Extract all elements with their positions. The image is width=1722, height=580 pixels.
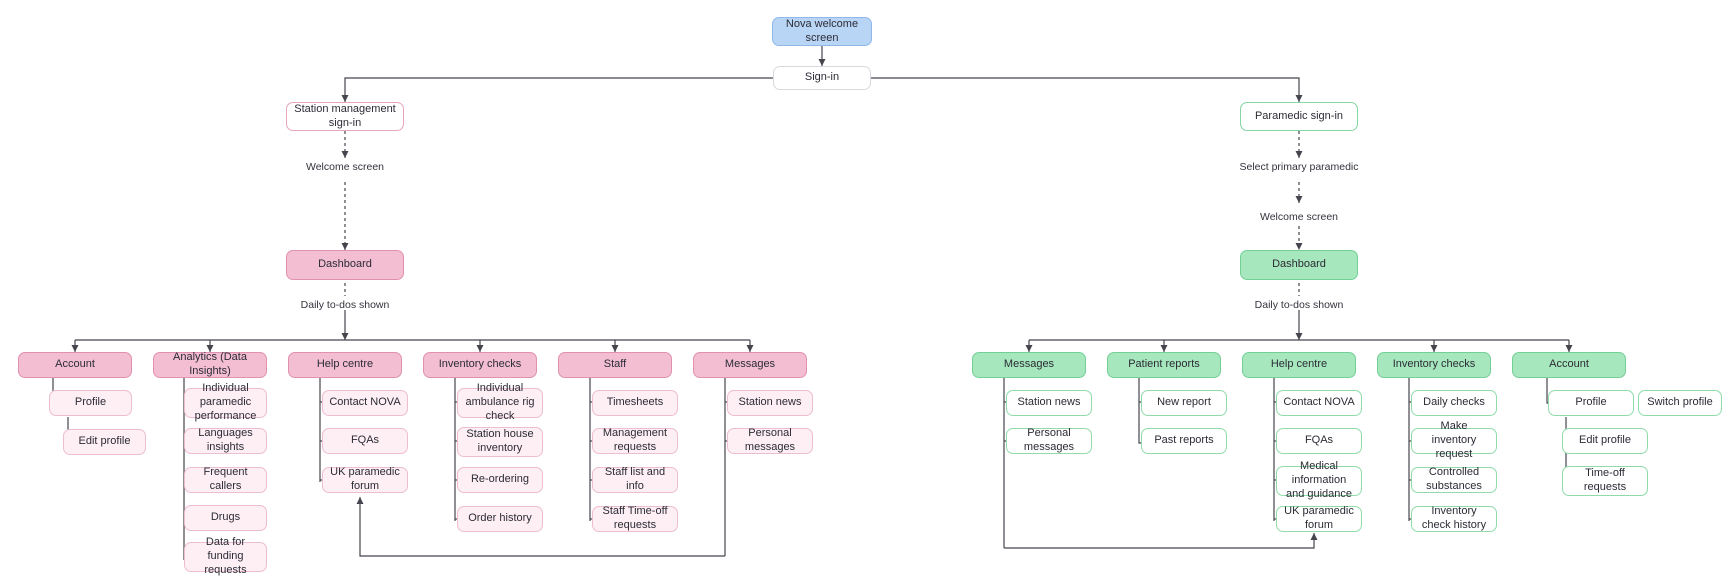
node-left-uk-paramedic-forum[interactable]: UK paramedic forum (322, 466, 408, 493)
node-left-fqas[interactable]: FQAs (322, 428, 408, 454)
node-left-individual-paramedic-performance[interactable]: Individual paramedic performance (184, 382, 267, 422)
edge-label-select-primary-paramedic: Select primary paramedic (1239, 161, 1359, 173)
node-left-analytics[interactable]: Analytics (Data Insights) (153, 351, 267, 378)
node-right-past-reports[interactable]: Past reports (1141, 428, 1227, 454)
node-left-frequent-callers[interactable]: Frequent callers (184, 466, 267, 493)
node-left-messages[interactable]: Messages (693, 352, 807, 378)
node-right-uk-paramedic-forum[interactable]: UK paramedic forum (1276, 505, 1362, 532)
node-right-patient-reports[interactable]: Patient reports (1107, 352, 1221, 378)
node-right-contact-nova[interactable]: Contact NOVA (1276, 390, 1362, 416)
node-right-switch-profile[interactable]: Switch profile (1638, 390, 1722, 416)
node-left-staff[interactable]: Staff (558, 352, 672, 378)
node-left-contact-nova[interactable]: Contact NOVA (322, 390, 408, 416)
node-left-station-house-inventory[interactable]: Station house inventory (457, 427, 543, 457)
node-right-fqas[interactable]: FQAs (1276, 428, 1362, 454)
node-left-help-centre[interactable]: Help centre (288, 352, 402, 378)
node-right-dashboard[interactable]: Dashboard (1240, 250, 1358, 280)
node-left-dashboard[interactable]: Dashboard (286, 250, 404, 280)
node-sign-in[interactable]: Sign-in (773, 66, 871, 90)
node-right-make-inventory-request[interactable]: Make inventory request (1411, 420, 1497, 460)
node-left-profile[interactable]: Profile (49, 390, 132, 416)
node-left-account[interactable]: Account (18, 352, 132, 378)
node-left-station-news[interactable]: Station news (727, 390, 813, 416)
node-left-inventory-checks[interactable]: Inventory checks (423, 352, 537, 378)
node-left-individual-ambulance-rig-check[interactable]: Individual ambulance rig check (457, 382, 543, 422)
node-right-help-centre[interactable]: Help centre (1242, 352, 1356, 378)
node-left-drugs[interactable]: Drugs (184, 505, 267, 531)
node-station-management-sign-in[interactable]: Station management sign-in (286, 102, 404, 131)
node-left-personal-messages[interactable]: Personal messages (727, 427, 813, 454)
edge-label-left-welcome-screen: Welcome screen (305, 161, 385, 173)
node-right-personal-messages[interactable]: Personal messages (1006, 427, 1092, 454)
node-right-inventory-checks[interactable]: Inventory checks (1377, 352, 1491, 378)
node-right-daily-checks[interactable]: Daily checks (1411, 390, 1497, 416)
node-right-profile[interactable]: Profile (1548, 390, 1634, 416)
node-nova-welcome-screen[interactable]: Nova welcome screen (772, 17, 872, 46)
edge-label-right-welcome-screen: Welcome screen (1259, 211, 1339, 223)
node-left-languages-insights[interactable]: Languages insights (184, 427, 267, 454)
node-right-new-report[interactable]: New report (1141, 390, 1227, 416)
node-right-edit-profile[interactable]: Edit profile (1562, 428, 1648, 454)
edge-label-right-daily-todos: Daily to-dos shown (1254, 299, 1344, 311)
node-right-messages[interactable]: Messages (972, 352, 1086, 378)
node-left-edit-profile[interactable]: Edit profile (63, 429, 146, 455)
edge-label-left-daily-todos: Daily to-dos shown (300, 299, 390, 311)
node-right-time-off-requests[interactable]: Time-off requests (1562, 466, 1648, 496)
node-left-order-history[interactable]: Order history (457, 506, 543, 532)
node-right-controlled-substances[interactable]: Controlled substances (1411, 466, 1497, 493)
node-left-staff-time-off-requests[interactable]: Staff Time-off requests (592, 505, 678, 532)
node-left-staff-list-and-info[interactable]: Staff list and info (592, 466, 678, 493)
node-right-station-news[interactable]: Station news (1006, 390, 1092, 416)
node-paramedic-sign-in[interactable]: Paramedic sign-in (1240, 102, 1358, 131)
node-right-medical-information-and-guidance[interactable]: Medical information and guidance (1276, 460, 1362, 500)
node-left-management-requests[interactable]: Management requests (592, 427, 678, 454)
node-left-data-for-funding-requests[interactable]: Data for funding requests (184, 536, 267, 576)
node-right-inventory-check-history[interactable]: Inventory check history (1411, 505, 1497, 532)
node-right-account[interactable]: Account (1512, 352, 1626, 378)
node-left-timesheets[interactable]: Timesheets (592, 390, 678, 416)
node-left-re-ordering[interactable]: Re-ordering (457, 467, 543, 493)
